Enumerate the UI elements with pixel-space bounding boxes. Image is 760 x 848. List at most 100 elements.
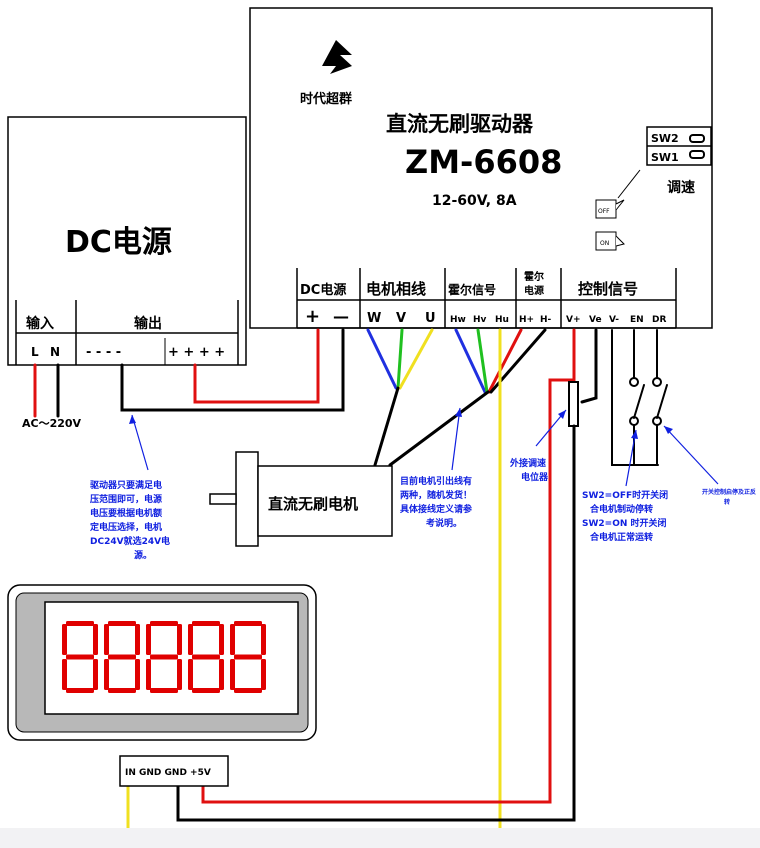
section-phase: 电机相线 (366, 280, 426, 298)
bottom-strip (0, 828, 760, 848)
section-control: 控制信号 (578, 280, 638, 298)
terminal-hplus: H+ (519, 315, 534, 325)
svg-text:电压要根据电机额: 电压要根据电机额 (90, 507, 162, 519)
svg-text:DC24V就选24V电: DC24V就选24V电 (90, 535, 170, 547)
wire-pot-gnd (176, 424, 576, 822)
wire-phase-w (366, 328, 398, 390)
wires (33, 328, 668, 842)
off-label: OFF (598, 208, 610, 215)
driver-model: ZM-6608 (405, 143, 562, 181)
psu-terminal-l: L (31, 345, 39, 359)
psu-output-label: 输出 (134, 315, 162, 332)
led-digit (104, 621, 140, 693)
motor-label: 直流无刷电机 (268, 495, 358, 513)
pot-note: 外接调速 电位器 (509, 457, 549, 483)
psu-minus-terminals: - - - - (86, 345, 121, 360)
svg-text:SW2=OFF时开关闭: SW2=OFF时开关闭 (582, 489, 668, 501)
svg-text:合电机正常运转: 合电机正常运转 (590, 531, 653, 543)
terminal-u: U (425, 311, 436, 326)
wire-phase-u (398, 328, 434, 390)
terminal-en: EN (630, 315, 644, 325)
svg-text:转: 转 (724, 498, 730, 506)
ac-label: AC～220V (22, 417, 82, 430)
terminal-minus: — (333, 307, 349, 326)
svg-text:压范围即可，电源: 压范围即可，电源 (90, 493, 162, 505)
wire-vminus (611, 329, 659, 466)
terminal-ve: Ve (589, 315, 602, 325)
switch-dr[interactable] (652, 377, 668, 426)
terminal-vminus: V- (609, 315, 619, 325)
wire-phase-bundle (373, 386, 400, 467)
wire-ve (580, 328, 598, 404)
off-switch-icon: OFF (595, 199, 625, 219)
svg-text:目前电机引出线有: 目前电机引出线有 (400, 475, 472, 487)
annotations: 驱动器只要满足电 压范围即可，电源 电压要根据电机额 定电压选择，电机 DC24… (89, 407, 756, 561)
svg-text:SW2=ON 时开关闭: SW2=ON 时开关闭 (582, 517, 667, 529)
speed-label: 调速 (667, 179, 695, 196)
led-digits (62, 621, 266, 693)
wire-phase-v (396, 328, 404, 390)
led-digit (62, 621, 98, 693)
wire-hall-v (476, 328, 489, 394)
svg-text:具体接线定义请参: 具体接线定义请参 (399, 503, 473, 515)
terminal-vplus: V+ (566, 315, 581, 325)
psu-terminal-n: N (50, 345, 60, 359)
display-pins: IN GND GND +5V (125, 768, 211, 778)
psu-title: DC电源 (65, 225, 172, 260)
svg-text:考说明。: 考说明。 (426, 517, 462, 529)
led-digit (188, 621, 224, 693)
terminal-plus: + (305, 306, 320, 327)
psu-box: DC电源 输入 输出 L N - - - - + + + + (7, 116, 247, 366)
sw1-toggle[interactable] (689, 150, 705, 159)
driver-box: 时代超群 直流无刷驱动器 ZM-6608 12-60V, 8A SW2 SW1 … (249, 7, 713, 329)
svg-text:源。: 源。 (134, 549, 152, 561)
on-label: ON (600, 240, 609, 247)
off-pointer-line (617, 169, 641, 199)
terminal-hu: Hu (495, 315, 509, 325)
svg-text:两种，随机发货！: 两种，随机发货！ (400, 489, 472, 501)
terminal-w: W (367, 311, 381, 326)
sw2-label: SW2 (651, 132, 679, 145)
terminal-dr: DR (652, 315, 666, 325)
display-connector: IN GND GND +5V (119, 755, 229, 787)
driver-title: 直流无刷驱动器 (386, 112, 534, 136)
terminal-hv: Hv (473, 315, 487, 325)
led-digit (146, 621, 182, 693)
led-display: 88888 (7, 584, 317, 741)
terminal-hw: Hw (450, 315, 466, 325)
switch-note: SW2=OFF时开关闭 合电机制动停转 SW2=ON 时开关闭 合电机正常运转 (582, 489, 668, 543)
terminal-hminus: H- (540, 315, 552, 325)
sw2-toggle[interactable] (689, 134, 705, 143)
psu-note: 驱动器只要满足电 压范围即可，电源 电压要根据电机额 定电压选择，电机 DC24… (89, 479, 170, 561)
section-dc-power: DC电源 (300, 282, 346, 298)
motor-note: 目前电机引出线有 两种，随机发货！ 具体接线定义请参 考说明。 (399, 475, 473, 529)
svg-text:定电压选择，电机: 定电压选择，电机 (89, 521, 162, 533)
motor: 直流无刷电机 (209, 451, 393, 547)
driver-spec: 12-60V, 8A (432, 193, 517, 209)
wire-hall-w (454, 328, 487, 394)
motor-shaft (209, 493, 237, 505)
svg-text:驱动器只要满足电: 驱动器只要满足电 (90, 479, 162, 491)
section-hall-signal: 霍尔信号 (448, 282, 496, 297)
svg-text:外接调速: 外接调速 (509, 457, 546, 469)
svg-text:电位器: 电位器 (521, 471, 549, 483)
wire-vplus (201, 328, 576, 804)
section-hall-power-2: 电源 (524, 284, 544, 297)
psu-plus-terminals: + + + + (168, 345, 225, 360)
dip-switch[interactable]: SW2 SW1 (646, 126, 712, 166)
small-note: 开关控制启停及正反 转 (702, 488, 756, 506)
terminal-v: V (396, 311, 406, 326)
section-hall-power-1: 霍尔 (524, 270, 544, 283)
svg-text:开关控制启停及正反: 开关控制启停及正反 (702, 488, 756, 496)
on-switch-icon: ON (595, 231, 625, 251)
potentiometer[interactable] (568, 381, 579, 427)
sw1-label: SW1 (651, 151, 679, 164)
switch-en[interactable] (629, 377, 645, 426)
led-digit (230, 621, 266, 693)
brand-name: 时代超群 (300, 91, 352, 107)
brand-logo-icon (322, 40, 352, 74)
wire-dc-plus (193, 328, 320, 404)
terminal-strip: DC电源 电机相线 霍尔信号 霍尔 电源 控制信号 + — W V U Hw H… (296, 268, 677, 329)
wire-hall-bundle (388, 390, 490, 467)
